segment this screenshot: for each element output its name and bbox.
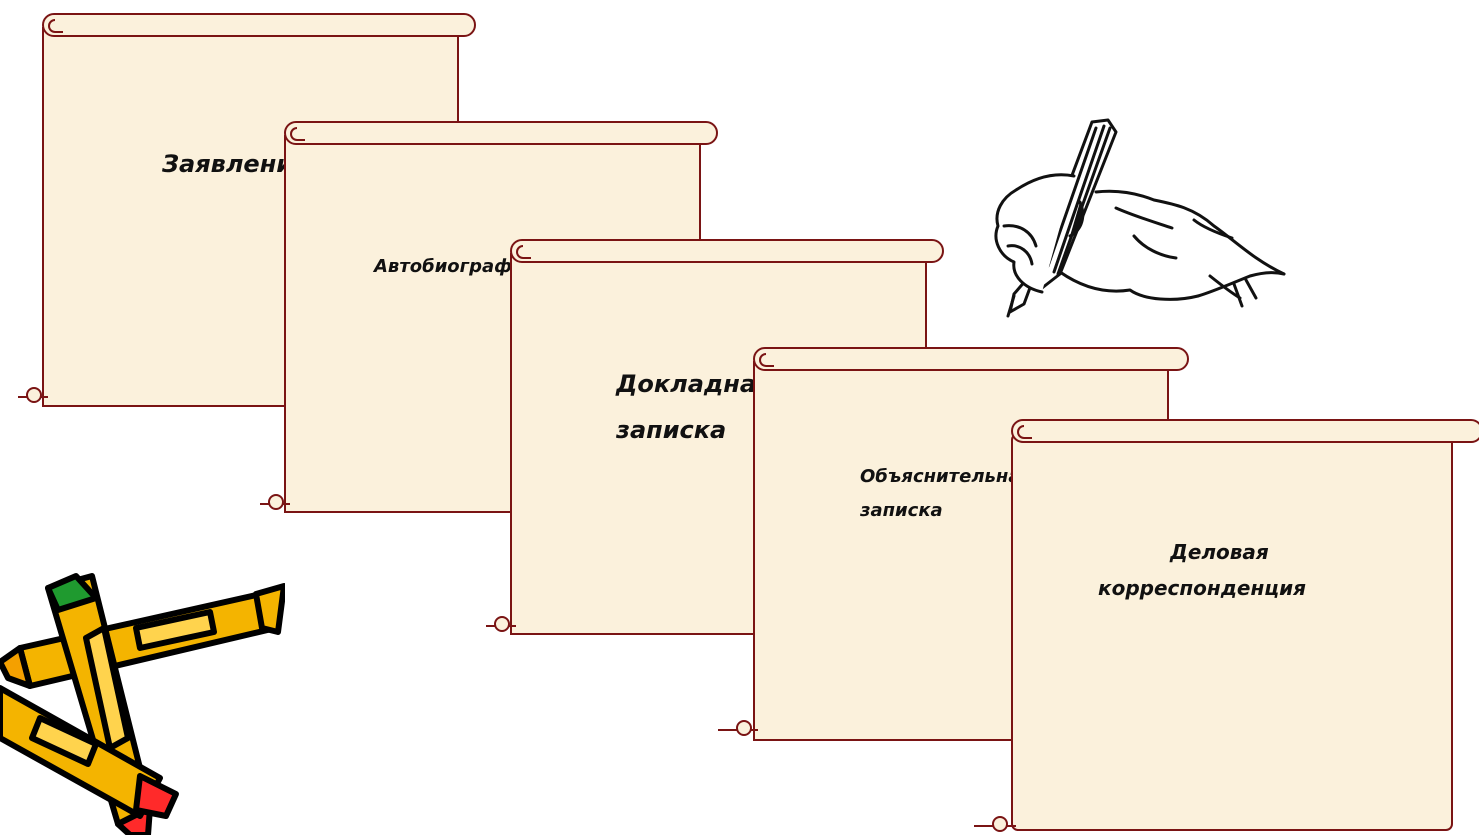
scroll-label-line2: записка	[860, 500, 943, 521]
hand-writing-with-pen-icon	[994, 118, 1286, 318]
scroll-label-line2: корреспонденция	[1098, 576, 1306, 600]
scroll-delovaya: Деловая корреспонденция	[974, 416, 1479, 835]
crossed-pencils-icon	[0, 573, 285, 835]
scroll-label: Автобиография	[374, 256, 537, 277]
scroll-shape	[974, 419, 1479, 832]
scroll-label-line1: Объяснительная	[860, 466, 1033, 487]
scroll-label-line2: записка	[616, 416, 727, 444]
scroll-label-line1: Докладная	[616, 370, 772, 398]
scroll-label-line1: Деловая	[1170, 540, 1269, 564]
